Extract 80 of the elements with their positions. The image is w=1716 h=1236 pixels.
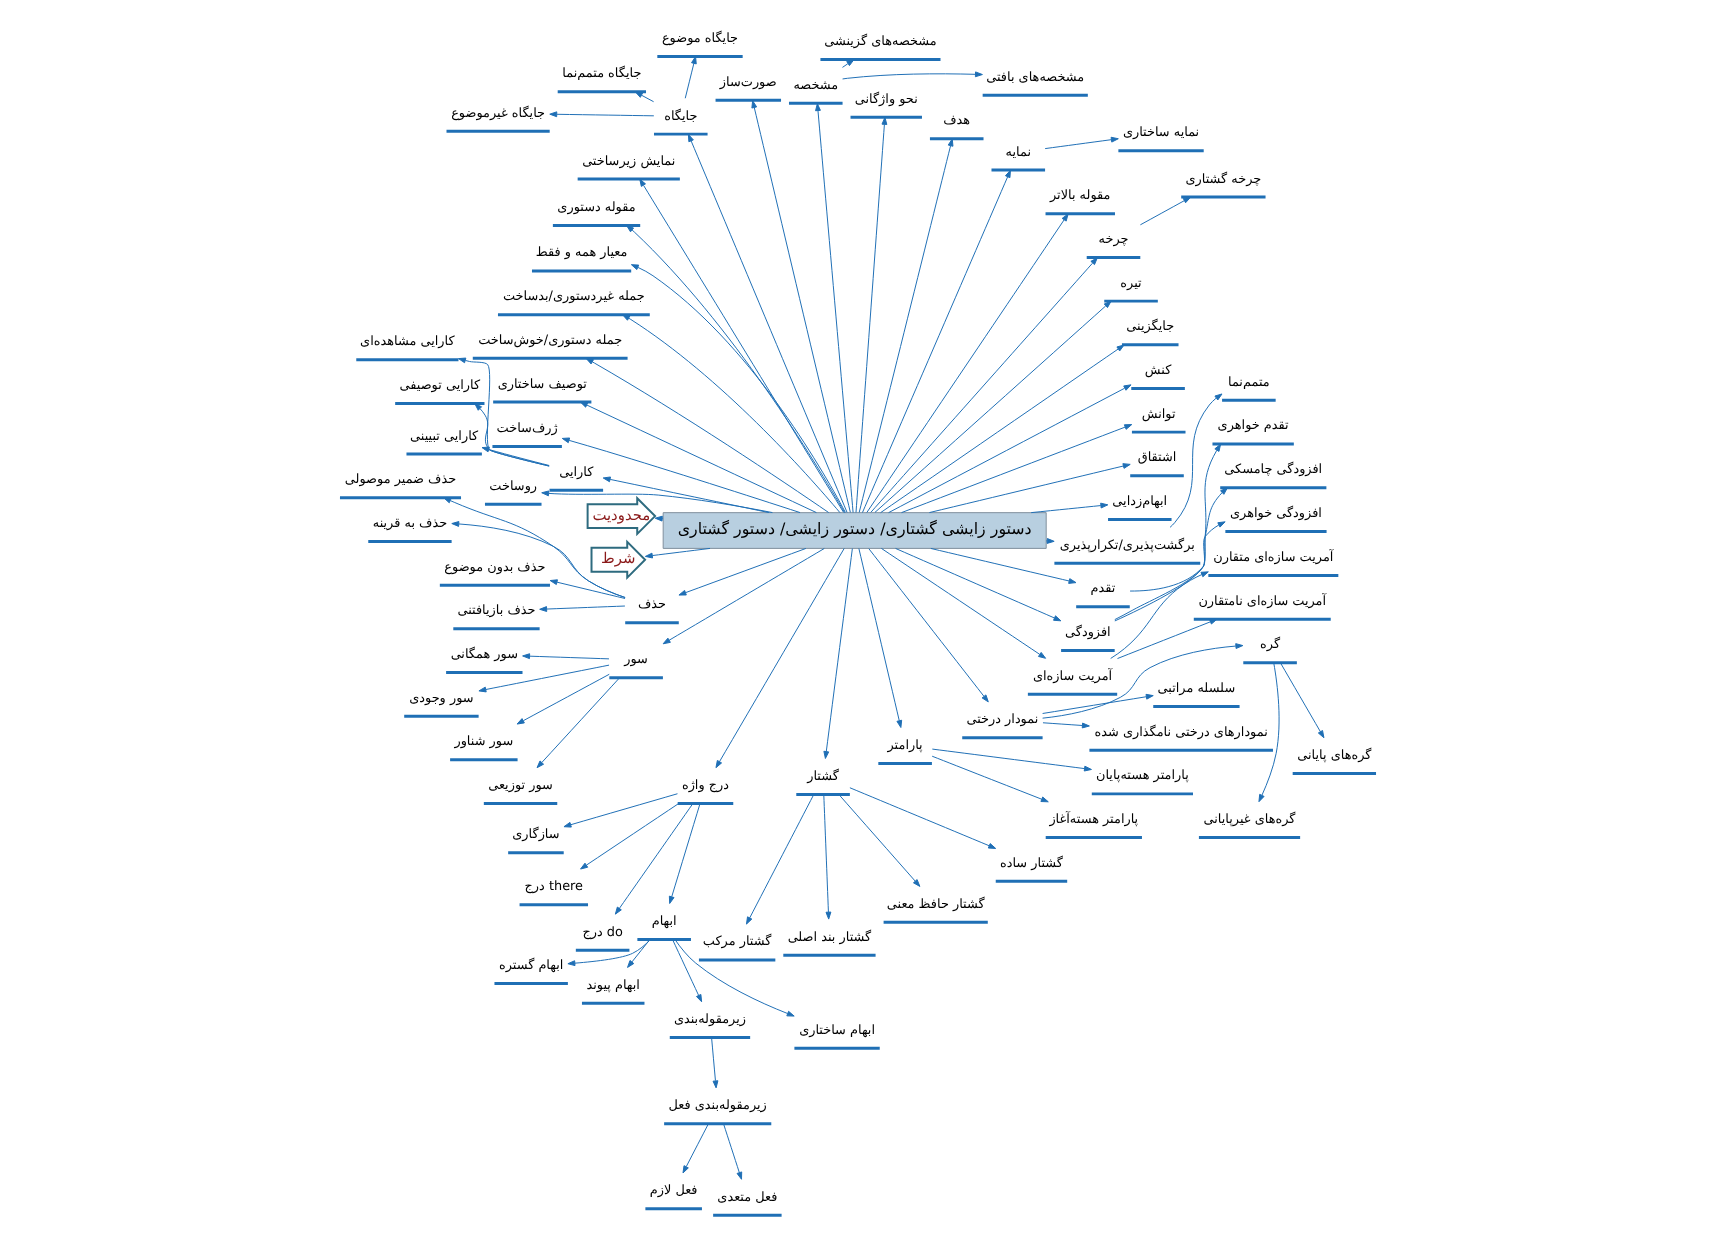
arrow	[549, 579, 626, 599]
arrow	[662, 548, 825, 645]
arrow	[1114, 521, 1226, 621]
arrow	[928, 463, 1131, 514]
arrow	[579, 401, 817, 514]
arrow	[855, 116, 888, 514]
arrow	[838, 794, 921, 887]
arrow	[1042, 693, 1154, 714]
arrow	[1030, 502, 1109, 514]
arrow	[895, 547, 1062, 622]
arrow	[458, 357, 550, 467]
arrow	[841, 59, 855, 68]
arrow	[682, 1123, 709, 1174]
arrow	[823, 794, 832, 920]
arrow	[815, 103, 854, 513]
arrow	[1042, 643, 1244, 719]
arrow	[539, 605, 626, 612]
arrow	[585, 357, 830, 513]
arrow	[711, 1037, 719, 1089]
arrow	[1139, 196, 1191, 226]
arrow	[580, 803, 680, 870]
arrow	[868, 548, 989, 703]
arrow	[930, 547, 1077, 584]
arrow	[1044, 136, 1119, 150]
arrow	[627, 939, 651, 968]
arrow	[1110, 571, 1209, 659]
arrow	[861, 169, 1011, 514]
arrow	[849, 787, 997, 849]
arrow	[516, 673, 610, 725]
arrow	[687, 133, 848, 513]
arrow	[880, 547, 1047, 659]
arrow	[1169, 393, 1223, 528]
arrow	[634, 91, 655, 103]
arrow	[880, 344, 1125, 514]
arrow	[746, 794, 815, 925]
arrow	[1258, 662, 1280, 803]
arrow	[684, 56, 697, 99]
arrow	[522, 653, 610, 660]
arrow	[541, 490, 773, 514]
arrow	[866, 213, 1069, 514]
arrow	[1114, 487, 1228, 622]
arrow	[614, 803, 694, 915]
arrow	[1045, 538, 1055, 544]
arrow	[672, 939, 703, 1003]
arrow	[478, 664, 610, 693]
arrow	[1129, 443, 1222, 592]
arrow	[561, 437, 801, 514]
arrow	[536, 677, 621, 769]
arrow	[858, 548, 903, 728]
arrow	[870, 257, 1098, 513]
arrow	[715, 547, 845, 769]
arrow	[901, 424, 1133, 514]
arrow	[668, 803, 701, 904]
arrow	[842, 71, 983, 80]
arrow	[639, 178, 845, 513]
arrow	[678, 547, 807, 596]
arrow	[1042, 722, 1090, 729]
arrow	[858, 138, 954, 513]
arrow	[751, 100, 851, 513]
arrow	[567, 939, 651, 967]
arrow	[451, 521, 626, 598]
arrow	[563, 793, 678, 828]
arrow	[602, 476, 770, 514]
arrow	[626, 225, 846, 514]
arrow	[723, 1123, 743, 1180]
arrow	[481, 446, 550, 466]
arrow	[1117, 618, 1218, 660]
arrow	[474, 403, 550, 467]
arrow	[644, 547, 711, 559]
arrow	[630, 264, 846, 513]
arrow	[549, 111, 655, 118]
arrow	[622, 314, 841, 514]
arrow	[674, 939, 795, 1017]
arrow	[823, 548, 853, 759]
arrow	[1280, 662, 1325, 739]
arrow	[874, 300, 1112, 513]
arrow	[931, 755, 1049, 803]
arrow	[931, 748, 1092, 772]
arrow	[443, 497, 626, 598]
arrow	[888, 384, 1132, 514]
